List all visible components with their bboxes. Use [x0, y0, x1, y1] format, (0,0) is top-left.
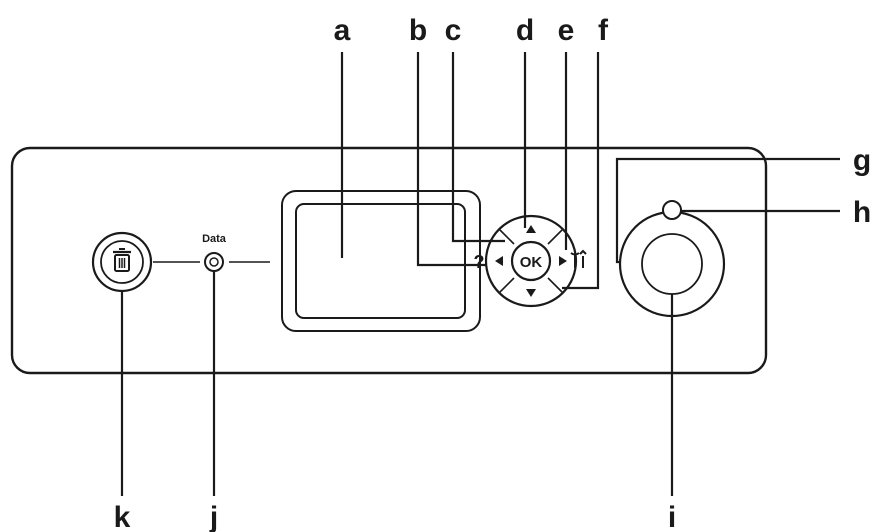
- callout-line-c: [451, 52, 505, 243]
- tools-icon: [570, 249, 587, 268]
- callout-i: i: [668, 501, 676, 532]
- arrow-right-icon: [559, 256, 567, 266]
- callout-line-b: [416, 52, 486, 267]
- down-button[interactable]: [526, 289, 536, 297]
- callout-line-g: [615, 157, 840, 264]
- ok-button[interactable]: OK: [510, 240, 552, 282]
- arrow-down-icon: [526, 289, 536, 297]
- data-light: [204, 252, 224, 272]
- callout-d: d: [516, 14, 534, 47]
- callout-g: g: [853, 144, 871, 177]
- callout-j: j: [209, 501, 218, 532]
- callout-f: f: [598, 14, 609, 47]
- question-icon: ?: [474, 252, 485, 272]
- trash-can-icon: [113, 248, 131, 272]
- forward-button[interactable]: [559, 256, 567, 266]
- callout-b: b: [409, 14, 427, 47]
- arrow-left-icon: [495, 256, 503, 266]
- callout-line-f: [562, 52, 600, 290]
- up-button[interactable]: [526, 225, 536, 233]
- arrow-up-icon: [526, 225, 536, 233]
- power-light: [662, 200, 682, 220]
- cancel-job-button[interactable]: [91, 231, 153, 293]
- lcd-display: [281, 190, 481, 332]
- back-button[interactable]: [495, 256, 503, 266]
- data-light-label: Data: [202, 233, 227, 245]
- ok-label: OK: [520, 254, 543, 271]
- callout-k: k: [114, 501, 131, 532]
- callout-e: e: [558, 14, 575, 47]
- callout-a: a: [334, 14, 351, 47]
- callout-c: c: [445, 14, 462, 47]
- panel-frame: [10, 146, 768, 375]
- callout-h: h: [853, 196, 871, 229]
